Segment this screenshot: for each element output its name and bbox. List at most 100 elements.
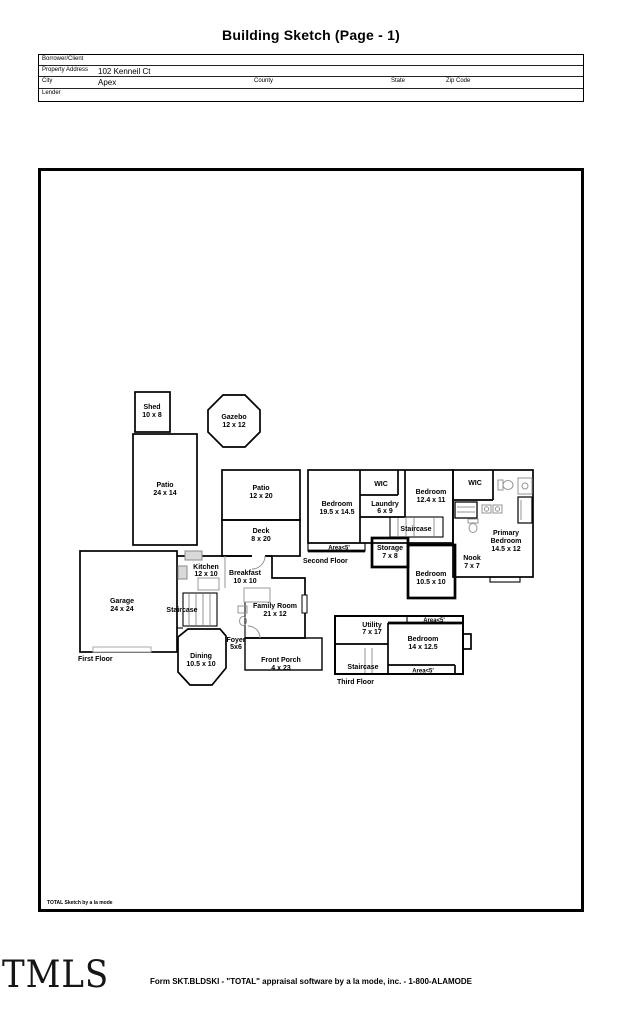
- room-staircase-second-label: Staircase: [400, 526, 431, 533]
- window-marker: [301, 594, 308, 614]
- city-label: City: [42, 78, 53, 84]
- room-breakfast-dims: 10 x 10: [233, 578, 256, 585]
- room-dining-name: Dining: [190, 653, 212, 660]
- third-floor-plan: Utility 7 x 17 Area<5' Bedroom 14 x 12.5…: [334, 615, 472, 686]
- sketch-border: [38, 168, 584, 912]
- room-nook-dims: 7 x 7: [464, 563, 480, 570]
- room-staircase-first-label: Staircase: [166, 607, 197, 614]
- outbuildings: Shed 10 x 8 Gazebo 12 x 12 Patio 24 x 14…: [132, 391, 301, 557]
- room-bedroom-d-name: Bedroom: [408, 636, 439, 643]
- room-family-room-dims: 21 x 12: [263, 611, 286, 618]
- room-nook-name: Nook: [463, 555, 481, 562]
- room-kitchen-name: Kitchen: [193, 564, 219, 571]
- kitchen-island: [197, 577, 220, 591]
- room-shed-name: Shed: [143, 404, 160, 411]
- city-value: Apex: [98, 78, 117, 87]
- room-bedroom-a-dims: 19.5 x 14.5: [319, 509, 354, 516]
- room-shed-dims: 10 x 8: [142, 412, 162, 419]
- property-address-label: Property Address: [42, 67, 89, 73]
- first-floor-plan: Garage 24 x 24 Kitchen 12 x 10 Breakfast…: [78, 550, 323, 686]
- floorplan-drawing: Shed 10 x 8 Gazebo 12 x 12 Patio 24 x 14…: [38, 168, 584, 912]
- door-gap: [252, 553, 265, 559]
- room-front-porch-name: Front Porch: [261, 657, 301, 664]
- room-wic-a-name: WIC: [374, 481, 388, 488]
- room-family-room-name: Family Room: [253, 603, 297, 610]
- state-label: State: [391, 78, 406, 84]
- sink-icon: [521, 482, 529, 490]
- room-bedroom-d-dims: 14 x 12.5: [408, 644, 437, 651]
- room-deck-dims: 8 x 20: [251, 536, 271, 543]
- room-primary-line2: Bedroom: [491, 538, 522, 545]
- county-label: County: [254, 78, 274, 84]
- front-porch-outline: [244, 637, 323, 671]
- room-foyer-name: Foyer: [226, 637, 245, 644]
- room-staircase-third-label: Staircase: [347, 664, 378, 671]
- property-address-value: 102 Kenneil Ct: [98, 67, 151, 76]
- garage-door: [92, 646, 152, 653]
- room-deck-name: Deck: [253, 528, 270, 535]
- form-footer-text: Form SKT.BLDSKI - "TOTAL" appraisal soft…: [149, 977, 472, 986]
- property-form: Borrower/Client Property Address 102 Ken…: [38, 54, 584, 102]
- fridge-icon: [177, 565, 188, 580]
- room-laundry-dims: 6 x 9: [377, 508, 393, 515]
- room-laundry-name: Laundry: [371, 501, 399, 508]
- page-title: Building Sketch (Page - 1): [222, 27, 400, 43]
- form-row-lender: Lender: [39, 89, 583, 101]
- form-row-city: City Apex County State Zip Code: [39, 77, 583, 89]
- room-breakfast-name: Breakfast: [229, 570, 262, 577]
- stove-icon: [184, 550, 203, 561]
- room-utility-name: Utility: [362, 622, 382, 629]
- room-kitchen-dims: 12 x 10: [194, 571, 217, 578]
- toilet-icon: [239, 616, 247, 626]
- room-storage-name: Storage: [377, 545, 403, 552]
- room-bedroom-c-dims: 10.5 x 10: [416, 579, 445, 586]
- door-arc: [251, 555, 266, 570]
- sink-icon: [492, 504, 503, 514]
- room-bedroom-b-dims: 12.4 x 11: [417, 497, 446, 504]
- tub-icon: [517, 496, 533, 524]
- room-gazebo-name: Gazebo: [221, 414, 246, 421]
- tmls-logo: TMLS: [2, 953, 110, 996]
- room-garage-name: Garage: [110, 598, 134, 605]
- lender-label: Lender: [42, 90, 61, 96]
- room-utility-dims: 7 x 17: [362, 629, 382, 636]
- room-wic-b-name: WIC: [468, 480, 482, 487]
- area-under5-third-top-label: Area<5': [423, 618, 445, 624]
- bedroom-c-outline: [406, 543, 457, 600]
- staircase-first-outline: [182, 592, 218, 627]
- toilet-icon: [467, 518, 479, 524]
- area-under5-second-label: Area<5': [328, 546, 350, 552]
- gazebo-outline: [207, 394, 261, 448]
- sink-icon: [481, 504, 492, 514]
- wall-bump: [462, 633, 472, 650]
- patio-large-outline: [132, 433, 198, 546]
- door-arc: [247, 625, 261, 639]
- form-row-borrower: Borrower/Client: [39, 55, 583, 66]
- sink-icon: [237, 605, 248, 614]
- room-gazebo-dims: 12 x 12: [222, 422, 245, 429]
- zip-code-label: Zip Code: [446, 78, 471, 84]
- room-primary-line1: Primary: [493, 530, 519, 537]
- sketch-canvas: Shed 10 x 8 Gazebo 12 x 12 Patio 24 x 14…: [38, 168, 584, 912]
- second-floor-label: Second Floor: [303, 558, 348, 565]
- third-floor-label: Third Floor: [337, 679, 374, 686]
- room-bedroom-a-name: Bedroom: [322, 501, 353, 508]
- toilet-icon: [502, 480, 514, 490]
- room-front-porch-dims: 4 x 23: [271, 665, 291, 672]
- shower-fixture: [454, 501, 478, 519]
- room-primary-dims: 14.5 x 12: [491, 546, 520, 553]
- second-floor-plan: Bedroom 19.5 x 14.5 WIC Laundry 6 x 9 Be…: [303, 469, 534, 600]
- wall-notch: [489, 576, 521, 583]
- first-floor-label: First Floor: [78, 656, 113, 663]
- form-row-property-address: Property Address 102 Kenneil Ct: [39, 66, 583, 77]
- toilet-icon: [497, 479, 504, 491]
- room-bedroom-b-name: Bedroom: [416, 489, 447, 496]
- sink-cabinet-icon: [517, 477, 533, 495]
- staircase-second-outline: [389, 516, 444, 538]
- sketch-watermark: TOTAL Sketch by a la mode: [47, 900, 113, 906]
- borrower-label: Borrower/Client: [42, 56, 84, 62]
- room-storage-dims: 7 x 8: [382, 553, 398, 560]
- room-dining-dims: 10.5 x 10: [186, 661, 215, 668]
- sink-icon: [483, 506, 490, 512]
